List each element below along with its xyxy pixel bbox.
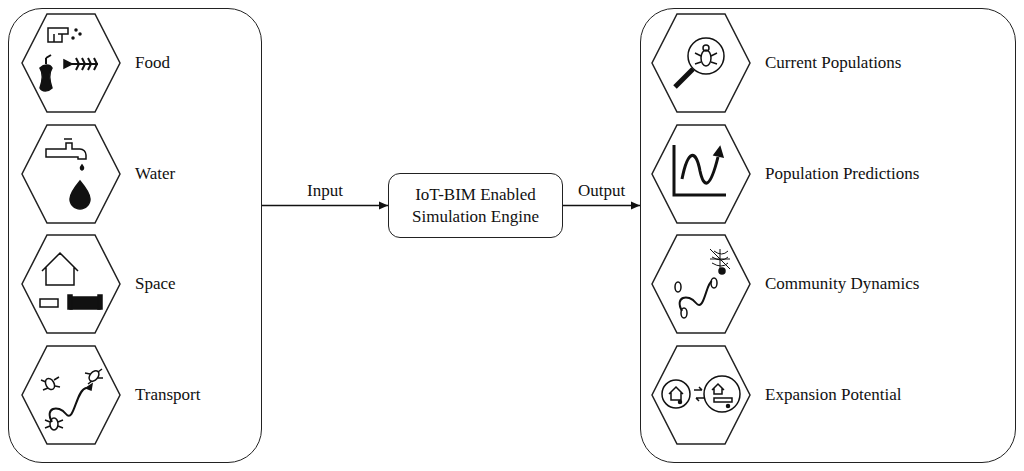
hexagon-item: Expansion Potential [651,345,906,445]
space-icon [40,253,102,309]
node-label: Expansion Potential [765,385,901,405]
node-label: Space [135,274,176,294]
flow-arrow [262,205,388,207]
hexagon-outline [651,124,751,224]
hexagon-outline [21,13,121,113]
edge-label: Input [305,181,345,201]
hexagon-item: Population Predictions [651,124,924,224]
node-label: Community Dynamics [765,274,919,294]
hexagon-outline [21,124,121,224]
process-box: IoT-BIM Enabled Simulation Engine [388,173,563,238]
hexagon-item: Transport [21,345,205,445]
transport-icon [41,369,103,430]
node-label: Water [135,164,175,184]
water-icon [46,139,90,209]
hexagon-item: Space [21,234,180,334]
hexagon-outline [651,345,751,445]
node-label: Population Predictions [765,164,919,184]
hexagon-outline [21,345,121,445]
node-label: Food [135,53,170,73]
edge-label: Output [576,181,627,201]
hexagon-item: Water [21,124,180,224]
hexagon-outline [651,13,751,113]
magnifier-icon [675,38,724,87]
hexagon-outline [651,234,751,334]
node-label: Transport [135,385,201,405]
node-label: Current Populations [765,53,901,73]
expansion-icon [662,376,740,412]
group-panel: FoodWaterSpaceTransport [8,8,262,463]
hexagon-item: Food [21,13,174,113]
hexagon-item: Current Populations [651,13,906,113]
flow-arrow [563,205,640,207]
hexagon-outline [21,234,121,334]
node-label: IoT-BIM Enabled Simulation Engine [389,184,562,227]
hexagon-item: Community Dynamics [651,234,924,334]
group-panel: Current PopulationsPopulation Prediction… [640,8,1016,463]
chart-icon [674,145,726,195]
community-icon [675,249,730,318]
food-icon [40,28,98,91]
